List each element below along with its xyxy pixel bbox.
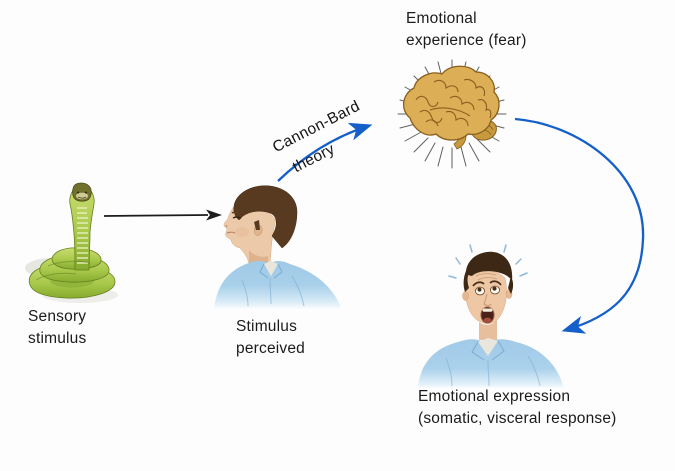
label-line: Emotional expression	[418, 388, 571, 405]
label-line: experience (fear)	[406, 32, 527, 49]
arrow-cannon-bard	[277, 122, 373, 182]
profile-man-icon	[214, 185, 342, 310]
arrow-brain-to-expression	[514, 117, 645, 334]
label-line: stimulus	[28, 330, 87, 347]
label-line: Emotional	[406, 10, 477, 27]
label-line: Sensory	[28, 308, 87, 325]
label-emotional-expression: Emotional expression (somatic, visceral …	[418, 386, 617, 430]
label-line: (somatic, visceral response)	[418, 410, 617, 427]
arrow-snake-to-man	[103, 209, 222, 221]
brain-icon	[397, 59, 507, 169]
label-sensory-stimulus: Sensory stimulus	[28, 306, 86, 350]
label-line: perceived	[236, 340, 306, 357]
cobra-snake-icon	[25, 182, 118, 303]
label-stimulus-perceived: Stimulus perceived	[236, 316, 305, 360]
label-line: Stimulus	[236, 318, 298, 335]
scared-man-icon	[418, 244, 564, 388]
label-emotional-experience: Emotional experience (fear)	[406, 8, 527, 52]
